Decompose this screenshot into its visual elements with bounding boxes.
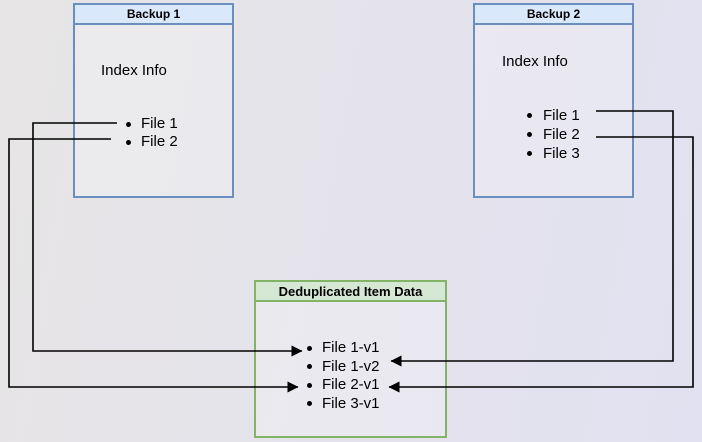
backup2-title: Backup 2 [475, 5, 632, 25]
backup1-index-info-label: Index Info [101, 62, 167, 79]
list-item-file-2-v1: File 2-v1 [307, 376, 380, 395]
list-item-file-1: File 1 [126, 115, 178, 133]
backup2-index-info-label: Index Info [502, 53, 568, 70]
dedup-item-list: File 1-v1 File 1-v2 File 2-v1 File 3-v1 [307, 339, 380, 413]
backup1-file-list: File 1 File 2 [126, 115, 178, 151]
list-item-file-1-v1: File 1-v1 [307, 339, 380, 358]
backup1-title: Backup 1 [75, 5, 232, 25]
list-item-file-2: File 2 [527, 125, 580, 144]
backup1-box: Backup 1 Index Info File 1 File 2 [73, 3, 234, 198]
dedup-title: Deduplicated Item Data [256, 282, 445, 302]
list-item-file-2: File 2 [126, 133, 178, 151]
deduplicated-item-data-box: Deduplicated Item Data File 1-v1 File 1-… [254, 280, 447, 438]
backup2-box: Backup 2 Index Info File 1 File 2 File 3 [473, 3, 634, 198]
list-item-file-3: File 3 [527, 144, 580, 163]
backup2-file-list: File 1 File 2 File 3 [527, 106, 580, 163]
list-item-file-3-v1: File 3-v1 [307, 395, 380, 414]
list-item-file-1-v2: File 1-v2 [307, 358, 380, 377]
list-item-file-1: File 1 [527, 106, 580, 125]
